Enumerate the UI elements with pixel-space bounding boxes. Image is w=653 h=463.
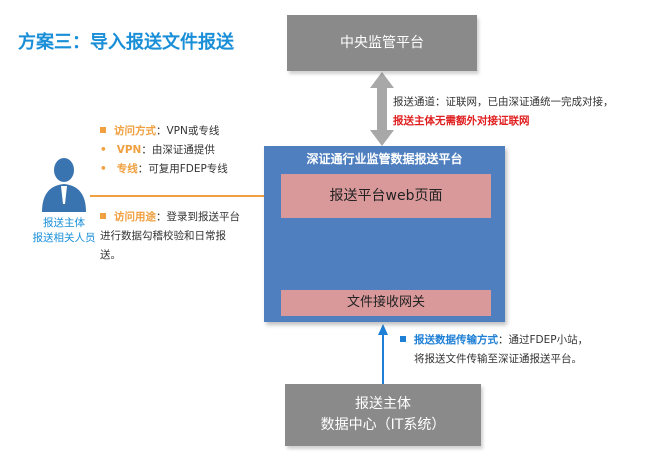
- dot-bullet-icon: •: [100, 144, 107, 156]
- data-center-box: 报送主体 数据中心（IT系统）: [285, 384, 481, 446]
- access-item: •专线：可复用FDEP专线: [100, 163, 228, 175]
- square-bullet-icon: [100, 127, 106, 133]
- usage-note: 访问用途：登录到报送平台 进行数据勾稽校验和日常报 送。: [100, 211, 240, 261]
- access-item: 访问方式：VPN或专线: [100, 122, 270, 141]
- user-label: 报送主体 报送相关人员: [32, 217, 96, 244]
- access-item: •VPN：由深证通提供: [100, 144, 215, 156]
- dot-bullet-icon: •: [100, 163, 107, 175]
- data-center-line2: 数据中心（IT系统）: [320, 417, 446, 433]
- central-platform-box: 中央监管平台: [287, 15, 477, 71]
- file-gateway-box: 文件接收网关: [281, 290, 491, 316]
- square-bullet-icon: [400, 336, 406, 342]
- channel-red-text: 报送主体无需额外对接证联网: [393, 115, 530, 127]
- web-page-box: 报送平台web页面: [281, 174, 491, 218]
- user-access-arrow: [90, 191, 280, 201]
- data-transfer-arrow: [378, 324, 388, 384]
- page-title: 方案三：导入报送文件报送: [18, 32, 234, 53]
- central-platform-label: 中央监管平台: [340, 35, 424, 51]
- channel-note: 报送通道：证联网，已由深证通统一完成对接， 报送主体无需额外对接证联网: [393, 93, 651, 131]
- access-notes: 访问方式：VPN或专线 •VPN：由深证通提供 •专线：可复用FDEP专线: [100, 122, 270, 179]
- transfer-note: 报送数据传输方式：通过FDEP小站， 将报送文件传输至深证通报送平台。: [400, 331, 650, 369]
- data-center-line1: 报送主体: [355, 396, 411, 412]
- person-icon: [42, 158, 86, 212]
- channel-double-arrow: [370, 72, 394, 146]
- platform-title: 深证通行业监管数据报送平台: [306, 152, 463, 166]
- square-bullet-icon: [100, 213, 106, 219]
- channel-text: 报送通道：证联网，已由深证通统一完成对接，: [393, 96, 614, 108]
